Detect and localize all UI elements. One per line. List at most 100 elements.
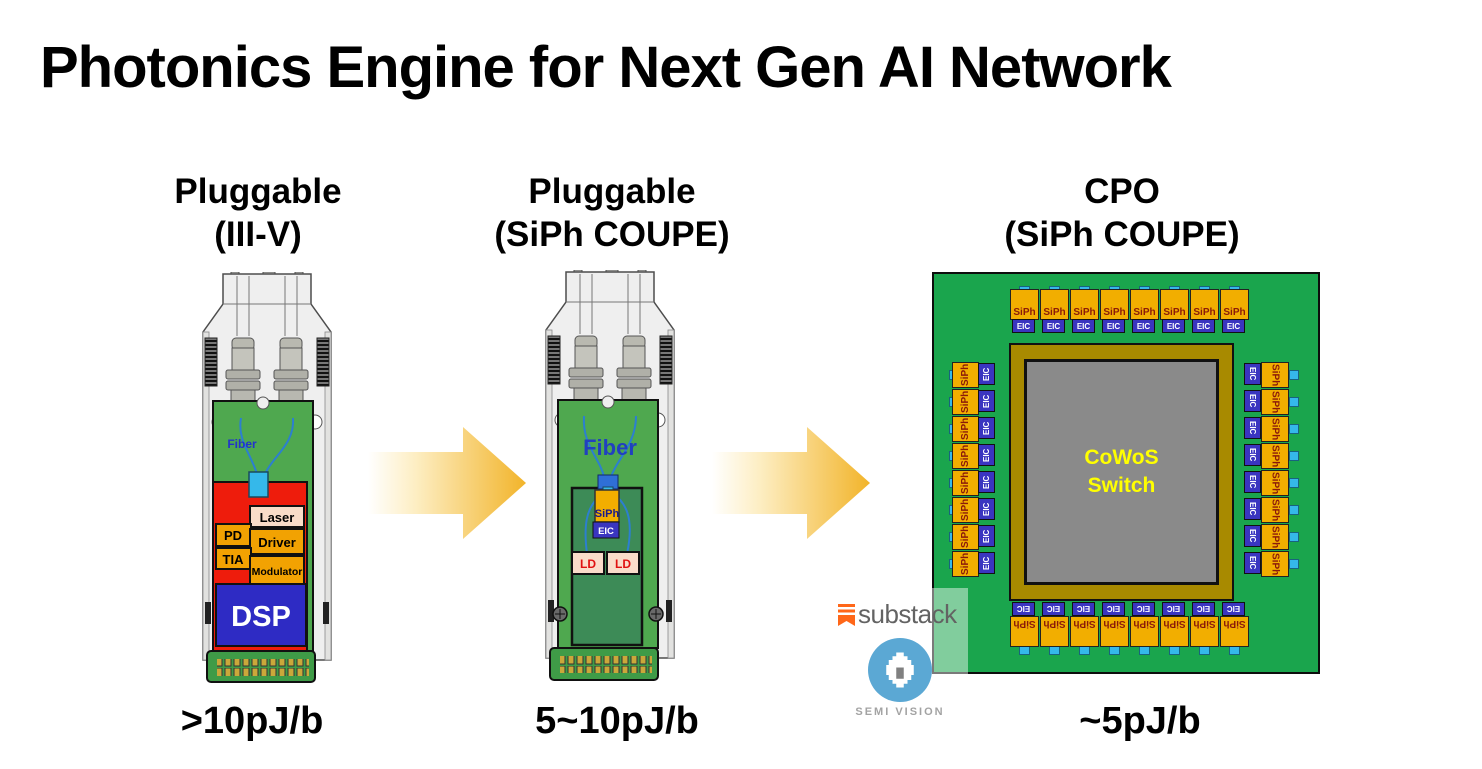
dsp-label: DSP xyxy=(231,601,291,633)
siph-die-box xyxy=(594,489,620,523)
tia-label: TIA xyxy=(223,552,245,567)
fiber-port-icon xyxy=(1289,451,1299,461)
eic-die-label: EIC xyxy=(978,363,995,385)
siph-die-label: SiPh xyxy=(952,389,979,415)
siph-die-label: SiPh xyxy=(952,416,979,442)
fiber-path xyxy=(239,417,258,475)
spring-left xyxy=(204,337,218,387)
siph-die-label: SiPh xyxy=(1100,616,1129,647)
eic-die-label: EIC xyxy=(1244,498,1261,520)
siph-die-label: SiPh xyxy=(952,551,979,577)
siph-die-label: SiPh xyxy=(1220,616,1249,647)
siph-die-label: SiPh xyxy=(1261,551,1289,577)
eic-die-label: EIC xyxy=(1132,602,1155,616)
switch-label-line1: CoWoS xyxy=(1084,446,1159,469)
eic-die-label: EIC xyxy=(978,417,995,439)
eic-die-label: EIC xyxy=(1222,319,1245,333)
siph-die-label: SiPh xyxy=(952,470,979,496)
caption-energy-cpo: ~5pJ/b xyxy=(1079,700,1201,742)
eic-die-label: EIC xyxy=(978,525,995,547)
modulator-box xyxy=(249,555,305,585)
driver-label: Driver xyxy=(258,535,296,550)
eic-die-label: EIC xyxy=(1162,602,1185,616)
semi-vision-label: SEMI VISION xyxy=(855,706,945,718)
fiber-coupler xyxy=(248,471,269,498)
fiber-port-icon xyxy=(1289,532,1299,542)
arrow-right-icon xyxy=(368,427,526,539)
eic-die-label: EIC xyxy=(1162,319,1185,333)
cowos-switch-die: CoWoS Switch xyxy=(1024,359,1219,585)
siph-die-label: SiPh xyxy=(1160,616,1189,647)
eic-die-label: EIC xyxy=(1102,602,1125,616)
pcb-notch xyxy=(256,396,270,410)
driver-box xyxy=(249,528,305,555)
eic-die-box xyxy=(592,521,620,539)
ld-label-left: LD xyxy=(580,557,596,571)
substack-watermark: substack xyxy=(838,599,957,630)
heading-line: (SiPh COUPE) xyxy=(494,215,730,254)
screw-left xyxy=(552,606,568,622)
fiber-label: Fiber xyxy=(227,437,257,451)
siph-die-label: SiPh xyxy=(952,362,979,388)
eic-die-label: EIC xyxy=(1102,319,1125,333)
caption-energy-siph: 5~10pJ/b xyxy=(535,700,699,742)
fiber-path xyxy=(582,415,605,478)
fiber-label: Fiber xyxy=(583,435,637,460)
eic-die-label: EIC xyxy=(1244,444,1261,466)
heading-pluggable-iiiv: Pluggable (III-V) xyxy=(98,170,418,256)
laser-box xyxy=(249,505,305,528)
substack-icon xyxy=(838,603,855,626)
fiber-path xyxy=(264,417,295,475)
eic-die-label: EIC xyxy=(1244,417,1261,439)
heading-line: (III-V) xyxy=(214,215,302,254)
dsp-box xyxy=(215,583,307,647)
pluggable-iiiv-diagram: Fiber Laser PD Driver TIA Modulator DSP xyxy=(202,272,332,683)
siph-die-label: SiPh xyxy=(1261,497,1289,523)
ld-box-right xyxy=(606,551,640,575)
siph-die-label: SiPh xyxy=(1261,389,1289,415)
switch-label-line2: Switch xyxy=(1087,474,1156,497)
siph-die-label: SiPh xyxy=(1261,416,1289,442)
siph-die-label: SiPh xyxy=(1220,289,1249,320)
fiber-port-icon xyxy=(1289,559,1299,569)
semi-vision-logo xyxy=(868,638,932,702)
eic-die-label: EIC xyxy=(598,526,614,537)
latch-right xyxy=(666,600,672,622)
spring-right xyxy=(316,337,330,387)
caption-energy-iiiv: >10pJ/b xyxy=(180,700,324,742)
siph-die-label: SiPh xyxy=(1070,289,1099,320)
siph-die-label: SiPh xyxy=(1261,443,1289,469)
siph-die-label: SiPh xyxy=(595,508,620,520)
substack-label: substack xyxy=(858,599,957,629)
eic-die-label: EIC xyxy=(1012,602,1035,616)
siph-die-label: SiPh xyxy=(952,524,979,550)
spring-left xyxy=(547,335,561,385)
siph-die-label: SiPh xyxy=(1040,289,1069,320)
